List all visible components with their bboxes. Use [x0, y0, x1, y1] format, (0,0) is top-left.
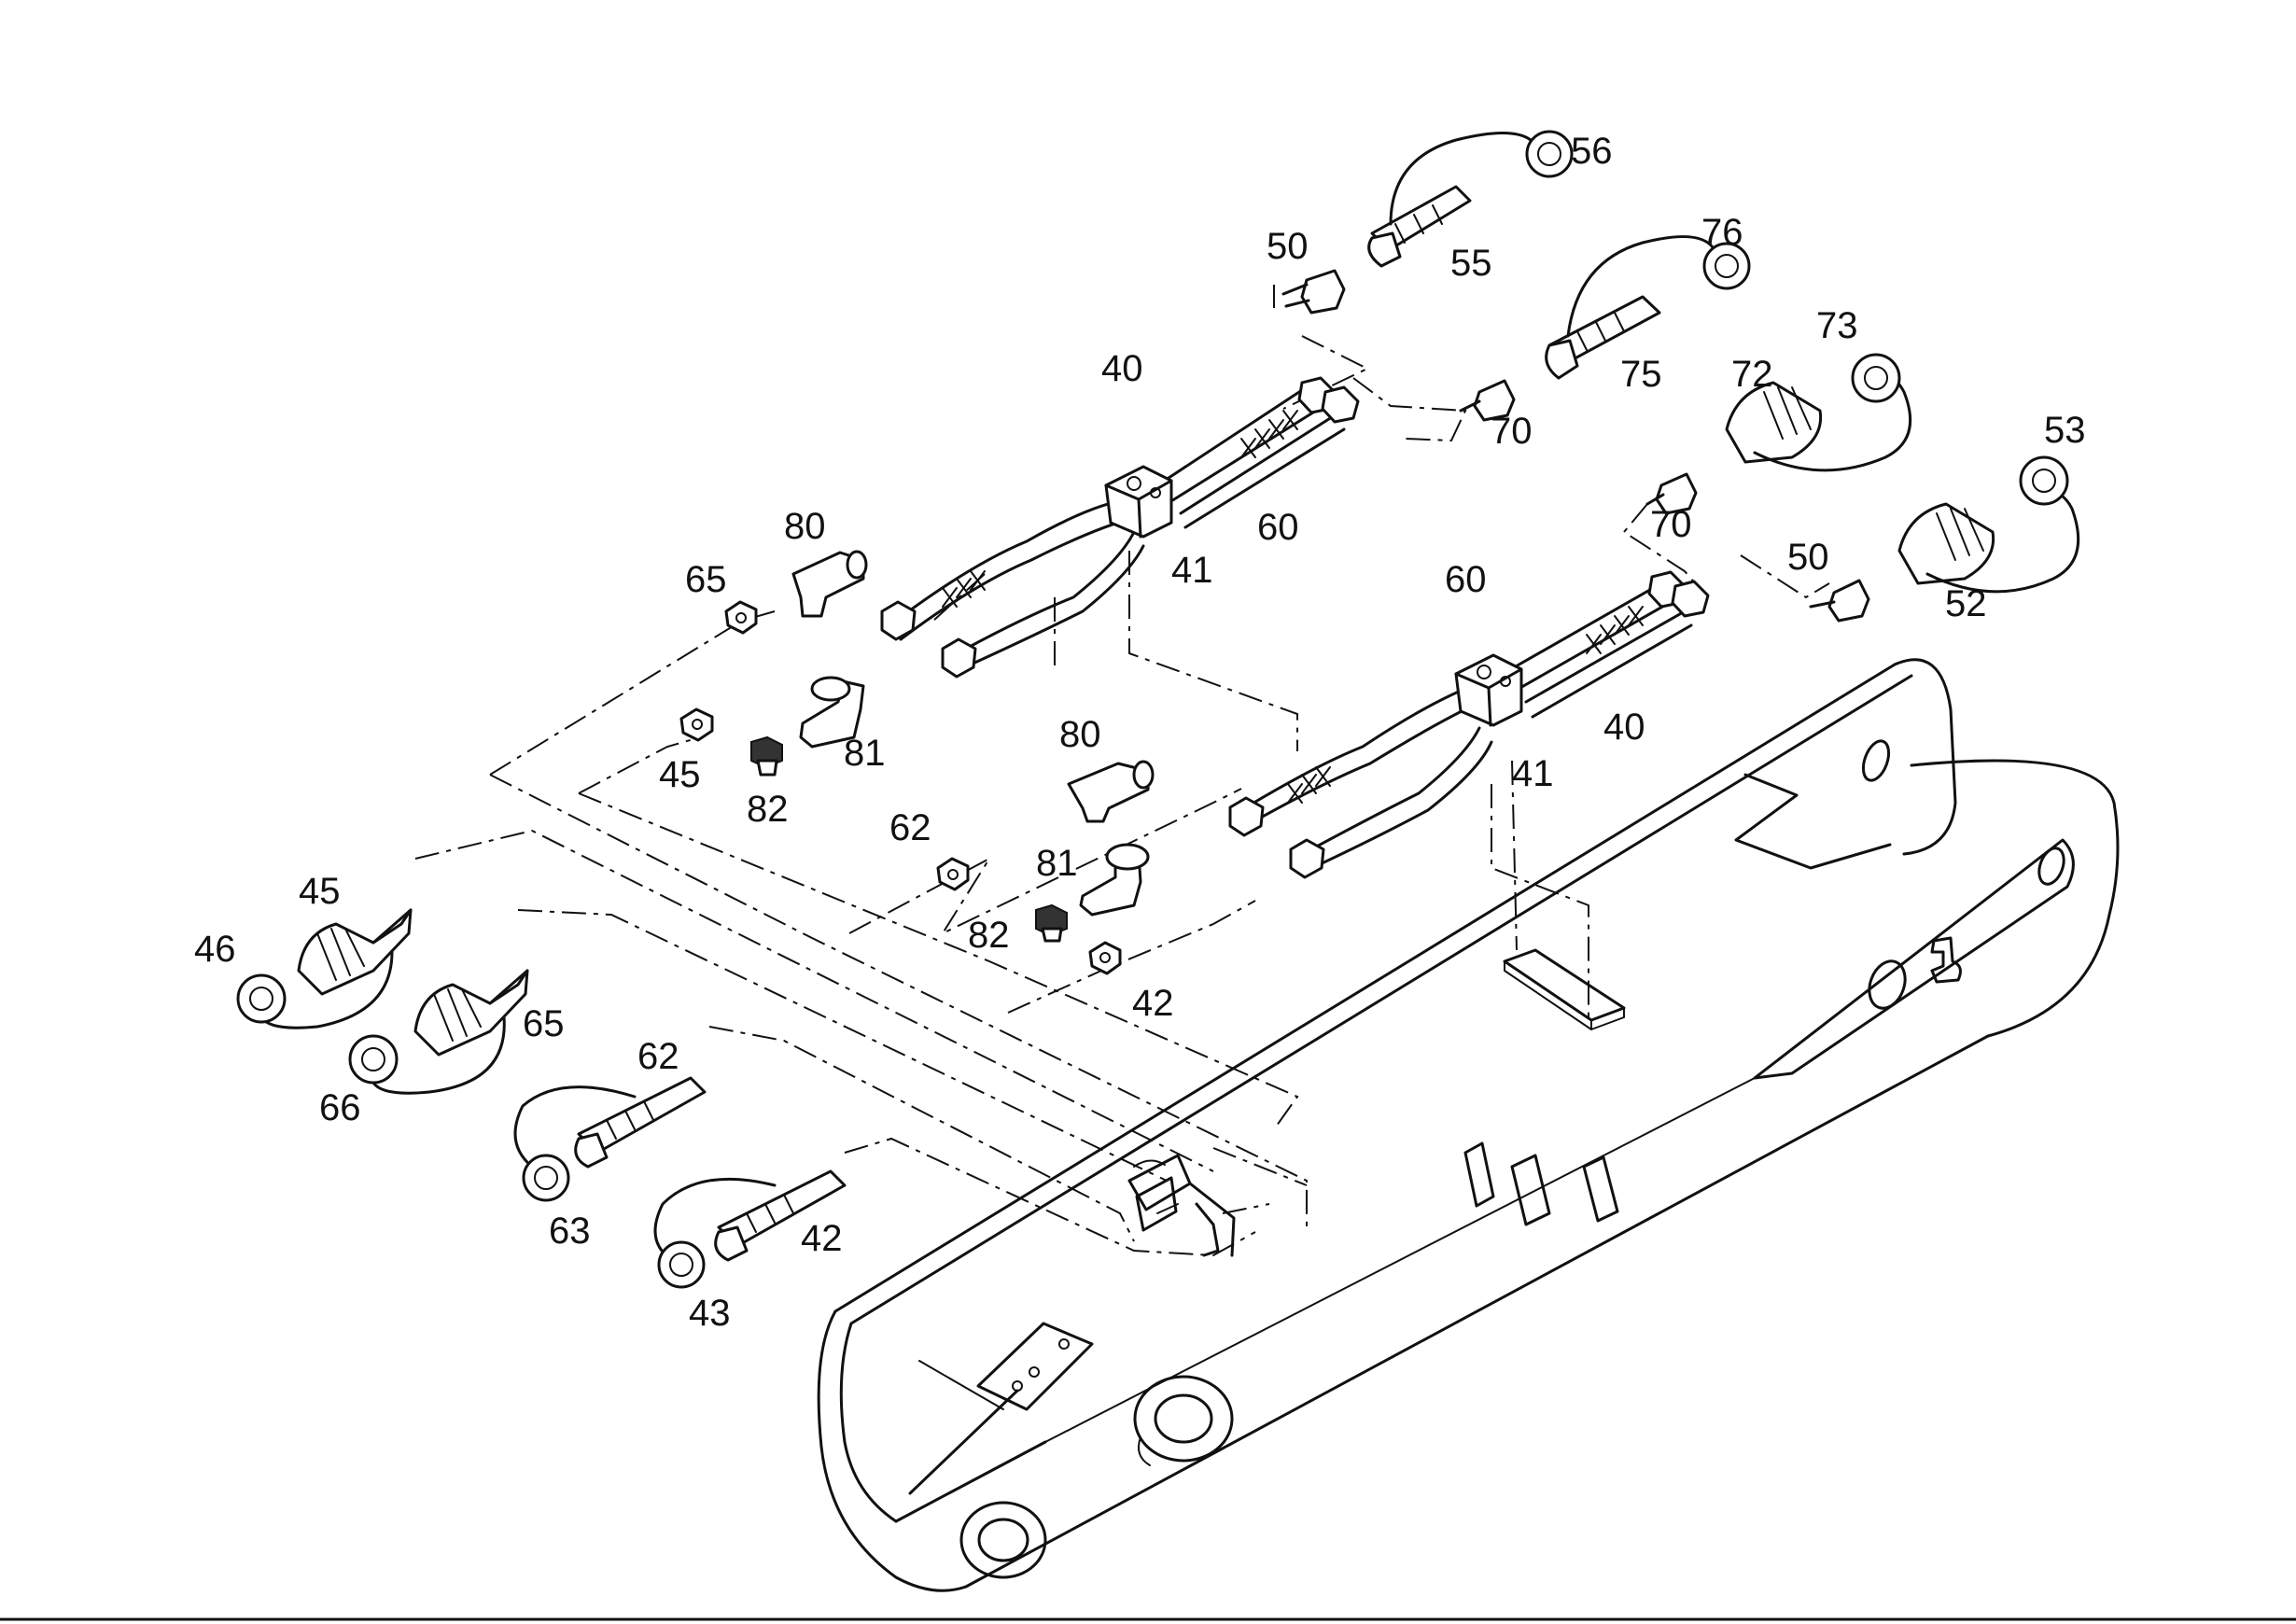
- callout-62: 62: [889, 807, 931, 848]
- callout-45: 45: [659, 754, 701, 795]
- callout-65: 65: [523, 1003, 565, 1044]
- callout-41: 41: [1171, 550, 1213, 591]
- callout-55: 55: [1450, 243, 1492, 284]
- callout-81: 81: [1036, 843, 1078, 884]
- callout-70: 70: [1491, 411, 1533, 452]
- callout-75: 75: [1620, 354, 1662, 395]
- callout-80: 80: [1059, 714, 1101, 755]
- callout-63: 63: [549, 1211, 591, 1252]
- callout-72: 72: [1731, 354, 1773, 395]
- callout-60: 60: [1445, 559, 1487, 600]
- hose-assembly-lower: [1228, 570, 1710, 879]
- hose-braid-upper: [942, 410, 1298, 608]
- callout-42: 42: [1132, 983, 1174, 1024]
- callout-73: 73: [1816, 305, 1858, 346]
- callout-45: 45: [299, 871, 341, 912]
- callout-76: 76: [1701, 212, 1743, 253]
- quick-couplings-right: [1281, 130, 2080, 623]
- callout-40: 40: [1101, 348, 1143, 389]
- boom-arm: [817, 658, 2120, 1592]
- hose-assembly-upper: [880, 376, 1360, 679]
- callout-40: 40: [1603, 707, 1645, 748]
- callout-82: 82: [968, 915, 1010, 956]
- callout-60: 60: [1257, 507, 1299, 548]
- callout-43: 43: [689, 1293, 731, 1334]
- callout-62: 62: [637, 1036, 679, 1077]
- callout-50: 50: [1787, 537, 1829, 578]
- callout-42: 42: [801, 1218, 843, 1259]
- callout-80: 80: [784, 506, 826, 547]
- callout-50: 50: [1267, 226, 1309, 267]
- quick-couplings-left: [236, 908, 847, 1289]
- callout-41: 41: [1512, 753, 1554, 794]
- callouts: 56 50 55 76 40 73 75 72 70 53 80 60 70 4…: [194, 131, 2086, 1334]
- small-fittings: [679, 550, 1155, 975]
- callout-52: 52: [1945, 583, 1987, 624]
- callout-53: 53: [2044, 410, 2086, 451]
- hose-braid-lower: [1287, 606, 1644, 804]
- callout-70: 70: [1650, 504, 1692, 545]
- callout-81: 81: [844, 733, 886, 774]
- callout-56: 56: [1571, 131, 1613, 172]
- callout-66: 66: [319, 1087, 361, 1128]
- callout-46: 46: [194, 929, 236, 970]
- callout-82: 82: [747, 789, 789, 830]
- callout-65: 65: [685, 559, 727, 600]
